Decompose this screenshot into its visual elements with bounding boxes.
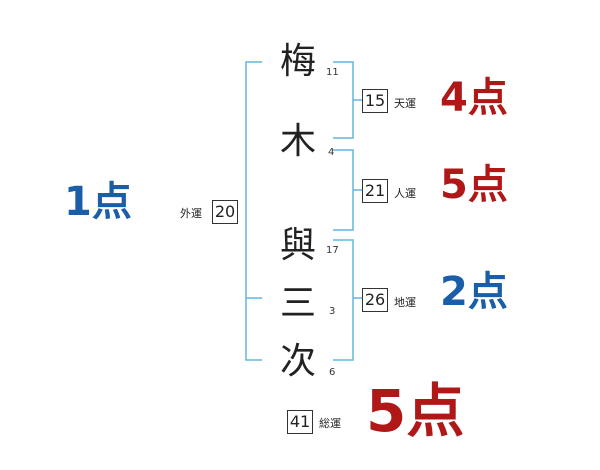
stroke-count-5: 6 <box>329 367 336 378</box>
jinun-value-box: 21 <box>362 179 388 203</box>
souun-score: 5点 <box>366 377 465 445</box>
name-char-5: 次 <box>279 341 316 382</box>
name-char-2: 木 <box>279 121 316 162</box>
gaiun-score: 1点 <box>64 179 132 225</box>
stroke-count-1: 11 <box>326 67 339 78</box>
jinun-label: 人運 <box>394 187 416 200</box>
name-char-3: 與 <box>279 225 316 266</box>
chiun-score: 2点 <box>440 269 508 315</box>
chiun-value-box: 26 <box>362 288 388 312</box>
tenun-score: 4点 <box>440 75 508 121</box>
souun-value-box: 41 <box>287 410 313 434</box>
chiun-label: 地運 <box>394 296 416 309</box>
name-char-4: 三 <box>279 283 316 324</box>
stroke-count-3: 17 <box>326 245 339 256</box>
stroke-count-2: 4 <box>328 147 335 158</box>
gaiun-value-box: 20 <box>212 200 238 224</box>
tenun-label: 天運 <box>394 97 416 110</box>
tenun-value-box: 15 <box>362 89 388 113</box>
stroke-count-4: 3 <box>329 306 336 317</box>
souun-label: 総運 <box>319 417 341 430</box>
gaiun-label: 外運 <box>180 207 202 220</box>
jinun-score: 5点 <box>440 162 508 208</box>
name-char-1: 梅 <box>279 41 316 82</box>
